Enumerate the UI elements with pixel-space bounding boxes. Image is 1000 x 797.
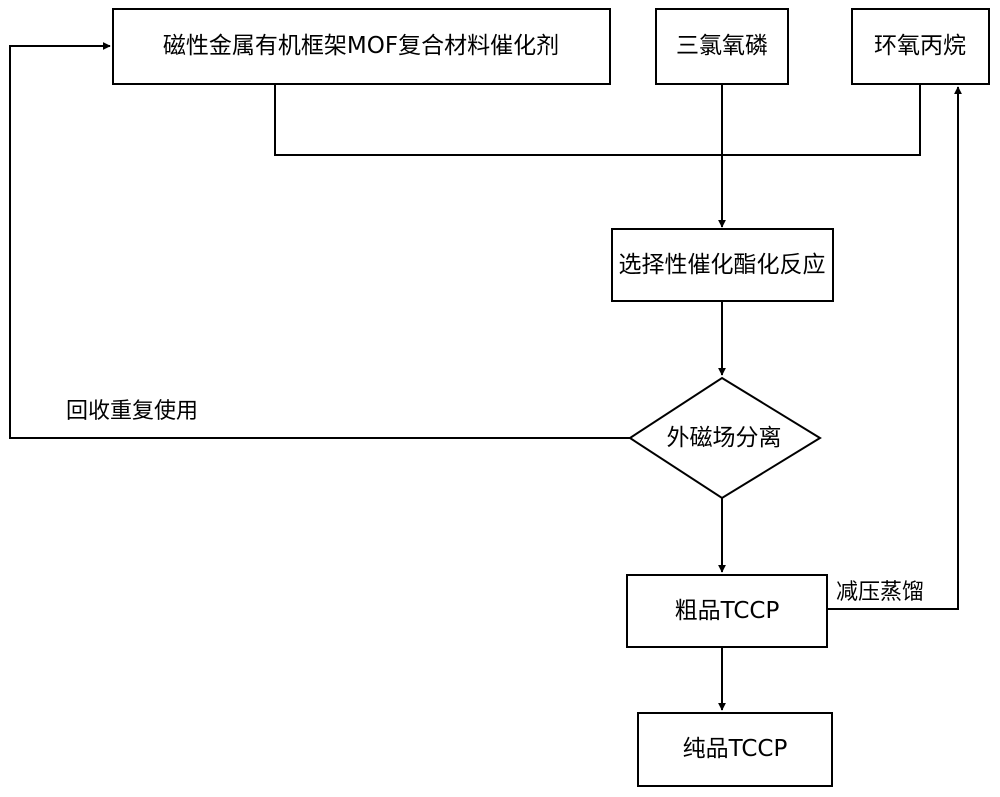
node-separation: 外磁场分离: [630, 378, 820, 498]
node-crude: 粗品TCCP: [627, 575, 827, 647]
edge-label-vacuum-distillation: 减压蒸馏: [836, 580, 924, 605]
node-propylene-oxide-label: 环氧丙烷: [874, 33, 966, 59]
node-crude-label: 粗品TCCP: [675, 598, 780, 624]
node-propylene-oxide: 环氧丙烷: [852, 9, 989, 84]
node-separation-label: 外磁场分离: [667, 425, 782, 451]
node-reaction: 选择性催化酯化反应: [612, 229, 833, 301]
edge-distillation-to-propylene-oxide: [827, 87, 958, 609]
node-catalyst: 磁性金属有机框架MOF复合材料催化剂: [113, 9, 610, 84]
node-pure: 纯品TCCP: [638, 713, 832, 786]
node-catalyst-label: 磁性金属有机框架MOF复合材料催化剂: [163, 33, 559, 59]
edge-recycle-to-catalyst: [10, 46, 630, 438]
nodes: 磁性金属有机框架MOF复合材料催化剂 三氯氧磷 环氧丙烷 选择性催化酯化反应 外…: [113, 9, 989, 786]
edge-label-recycle: 回收重复使用: [66, 399, 198, 424]
node-pocl3: 三氯氧磷: [656, 9, 788, 84]
node-pocl3-label: 三氯氧磷: [676, 33, 768, 59]
node-reaction-label: 选择性催化酯化反应: [619, 252, 826, 278]
node-pure-label: 纯品TCCP: [683, 736, 788, 762]
edge-catalyst-to-merge: [275, 84, 920, 155]
